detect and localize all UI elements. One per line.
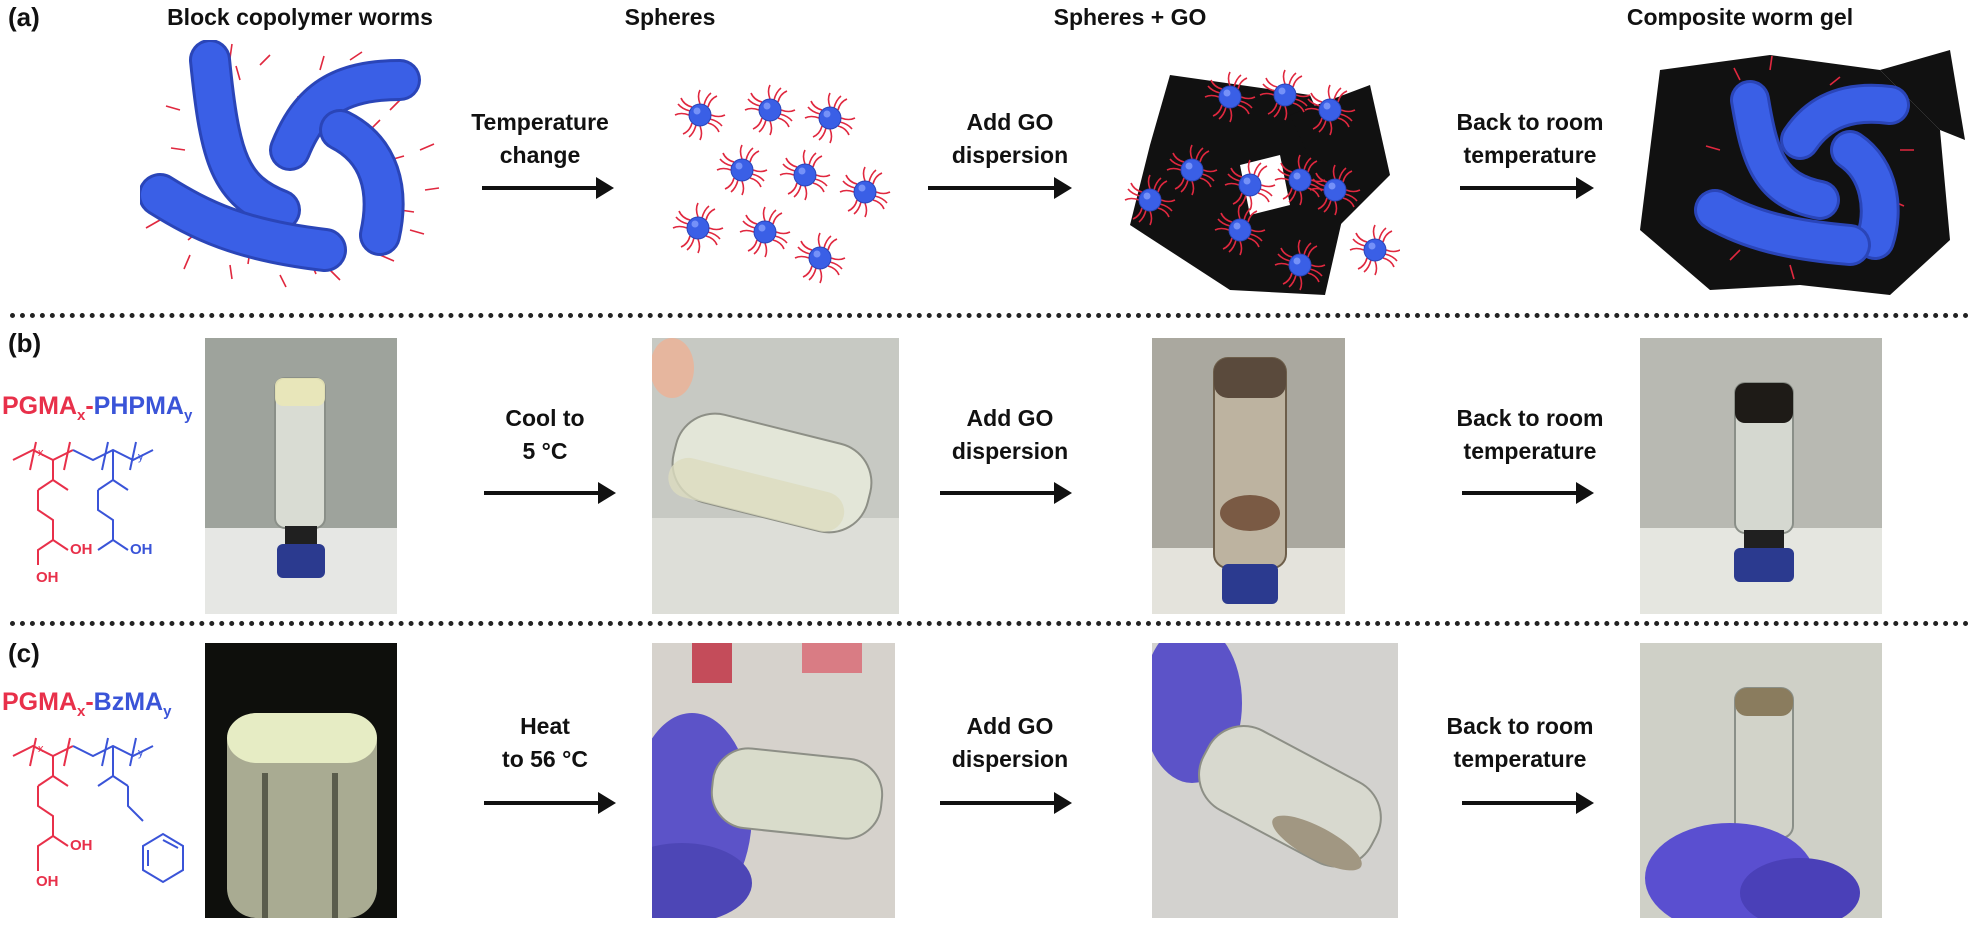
sub-y-b: y [138, 451, 144, 463]
arrow-b3 [1462, 482, 1594, 504]
worms-illustration [140, 40, 440, 288]
polymer-name-b: PGMAx-PHPMAy [2, 392, 193, 424]
stage-title-composite: Composite worm gel [1626, 4, 1854, 30]
photo-b1-vial-gel [205, 338, 397, 614]
divider-ab [10, 313, 1970, 318]
spheres-go-illustration [1124, 69, 1400, 295]
pgma-phpma-structure: x y OH OH OH [12, 441, 154, 586]
sub-x-c: x [38, 743, 44, 755]
panel-b-label: (b) [8, 328, 42, 358]
photo-c2-gloved-vial [652, 643, 895, 918]
divider-bc [10, 621, 1970, 626]
photo-b4-composite-gel [1640, 338, 1882, 614]
oh-1-b: OH [70, 541, 93, 558]
oh-2-b: OH [36, 569, 59, 586]
sub-y-c: y [138, 747, 144, 759]
photo-c1-vial-dark [205, 643, 397, 918]
oh-1-c: OH [70, 837, 93, 854]
photo-b3-vial-go [1152, 338, 1345, 614]
arrow-c3 [1462, 792, 1594, 814]
stage-title-worms: Block copolymer worms [167, 4, 433, 30]
polymer-name-c: PGMAx-BzMAy [2, 688, 172, 720]
photo-c3-gloved-vial-go [1152, 643, 1398, 918]
oh-2-c: OH [36, 873, 59, 890]
arrow-c1 [484, 792, 616, 814]
stage-title-spheres-go: Spheres + GO [1053, 4, 1207, 30]
panel-c-label: (c) [8, 638, 40, 668]
stage-title-spheres: Spheres [624, 4, 716, 30]
arrow-b2 [940, 482, 1072, 504]
arrow-a2 [928, 177, 1072, 199]
pgma-bzma-structure: x y OH OH [12, 737, 184, 890]
arrow-c2 [940, 792, 1072, 814]
arrow-b1 [484, 482, 616, 504]
photo-b2-vial-tilted [652, 338, 899, 614]
sub-x-b: x [38, 447, 44, 459]
arrow-a3 [1460, 177, 1594, 199]
panel-a-label: (a) [8, 2, 40, 32]
composite-gel-illustration [1640, 50, 1965, 295]
photo-c4-composite-gel [1640, 643, 1882, 918]
arrow-a1 [482, 177, 614, 199]
oh-3-b: OH [130, 541, 153, 558]
spheres-illustration [672, 84, 891, 284]
